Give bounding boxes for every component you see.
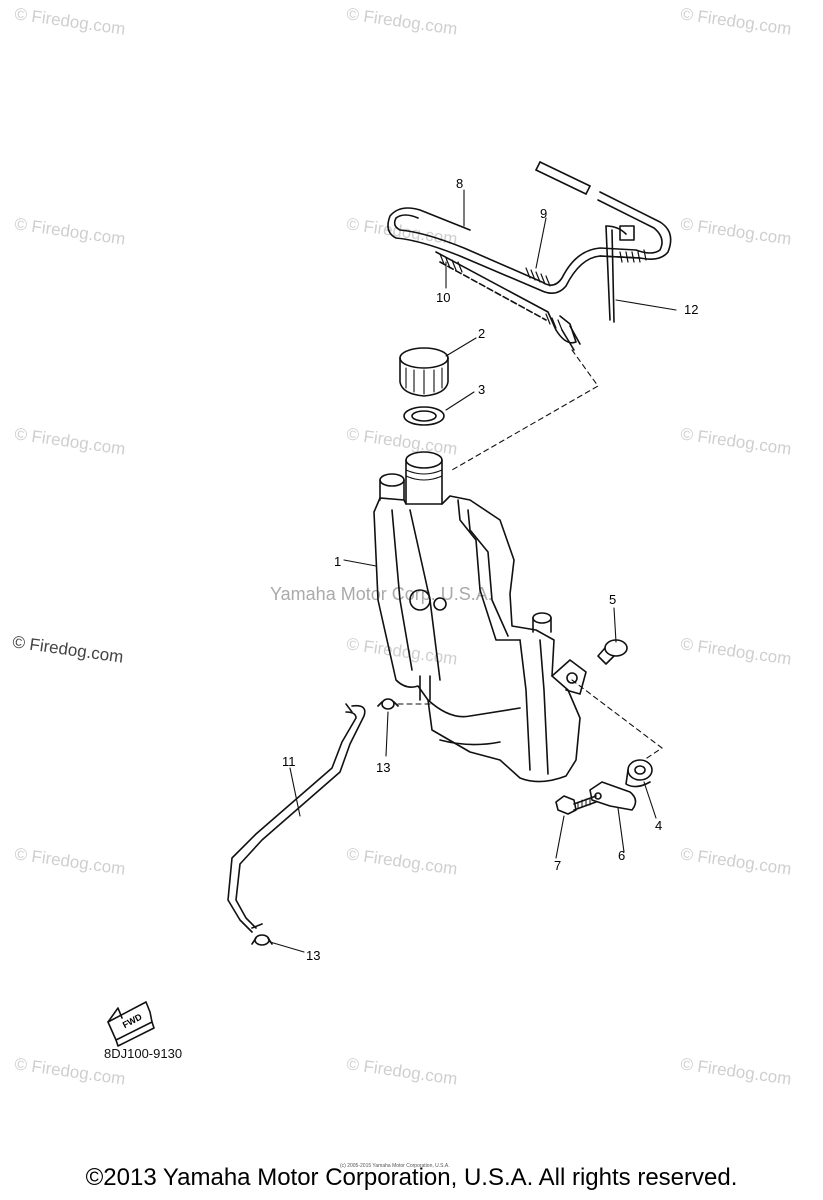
- callout-3: 3: [478, 382, 485, 397]
- reservoir-tank: [373, 451, 587, 783]
- hose-clip: [251, 698, 399, 946]
- grommet: [625, 759, 653, 788]
- callout-11: 11: [282, 754, 296, 769]
- overflow-hose: [435, 251, 581, 351]
- part-code: 8DJ100-9130: [104, 1046, 183, 1061]
- callout-8: 8: [456, 176, 463, 191]
- callout-6: 6: [618, 848, 625, 863]
- callout-13: 13: [376, 760, 390, 775]
- assembly-guide-lines: [397, 349, 663, 761]
- fwd-arrow: [107, 1001, 155, 1047]
- callout-7: 7: [554, 858, 561, 873]
- callout-4: 4: [655, 818, 662, 833]
- hose-clamp: [605, 225, 635, 323]
- drain-hose: [227, 703, 366, 933]
- leader-lines: [269, 189, 677, 953]
- tank-cap: [399, 347, 449, 397]
- mount-bolt: [597, 639, 628, 665]
- callout-9: 9: [540, 206, 547, 221]
- callout-1: 1: [334, 554, 341, 569]
- cap-gasket: [403, 406, 445, 426]
- footer-copyright: ©2013 Yamaha Motor Corporation, U.S.A. A…: [85, 1164, 738, 1191]
- tiny-copyright: (c) 2005-2015 Yamaha Motor Corporation, …: [340, 1163, 450, 1169]
- callout-10: 10: [436, 290, 450, 305]
- callout-13: 13: [306, 948, 320, 963]
- callout-5: 5: [609, 592, 616, 607]
- callout-2: 2: [478, 326, 485, 341]
- breather-hose: [387, 161, 672, 294]
- callout-12: 12: [684, 302, 698, 317]
- bracket-bolt: [555, 795, 597, 815]
